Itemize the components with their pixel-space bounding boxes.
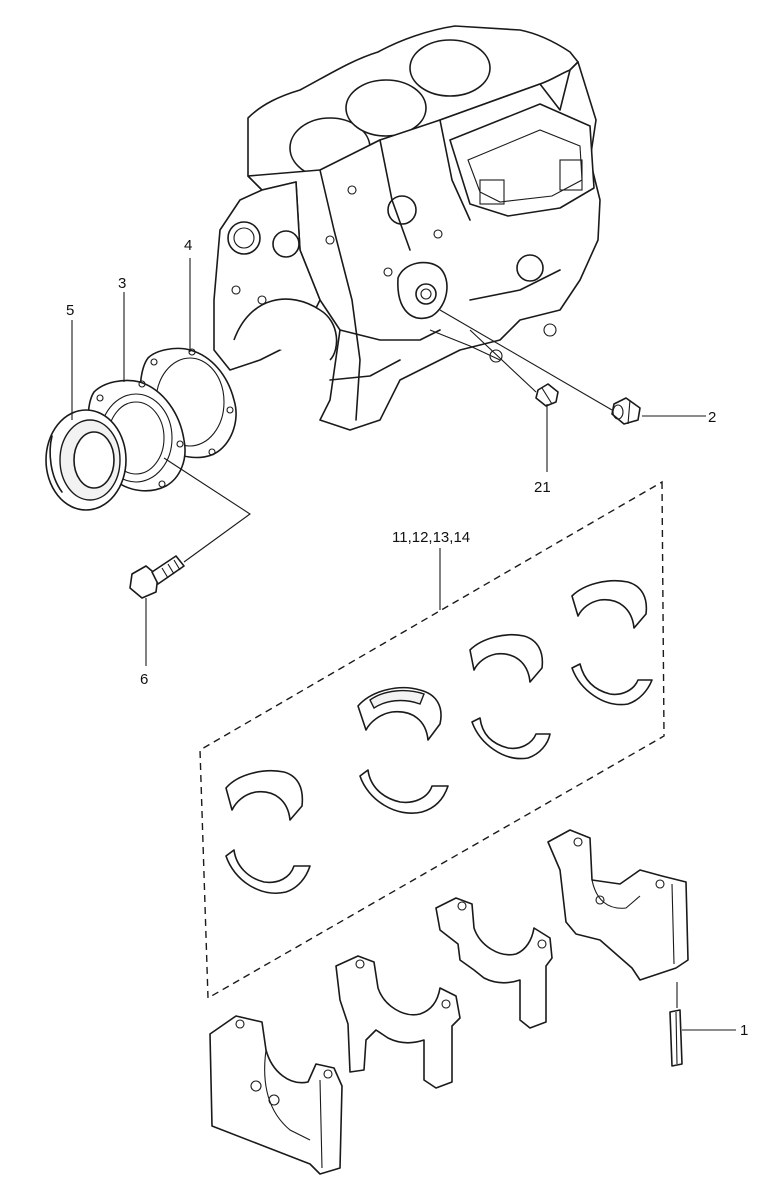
callout-4: 4 [184,237,192,254]
callout-5: 5 [66,302,74,319]
plug-part-2 [611,397,641,425]
pin-part-1 [669,1009,683,1067]
main-bearing-shells [225,580,653,894]
oil-seal-part-5 [45,409,127,511]
bearing-caps [209,829,689,1175]
callout-3: 3 [118,275,126,292]
callout-21: 21 [534,479,551,496]
cylinder-block [213,25,601,431]
callout-2: 2 [708,409,716,426]
plug-part-21 [535,383,559,407]
callout-11-14: 11,12,13,14 [392,529,470,546]
callout-6: 6 [140,671,148,688]
bolt-part-6 [129,555,185,599]
callout-1: 1 [740,1022,748,1039]
bearing-group-outline [199,480,665,1000]
callout-leaders [71,258,736,1031]
